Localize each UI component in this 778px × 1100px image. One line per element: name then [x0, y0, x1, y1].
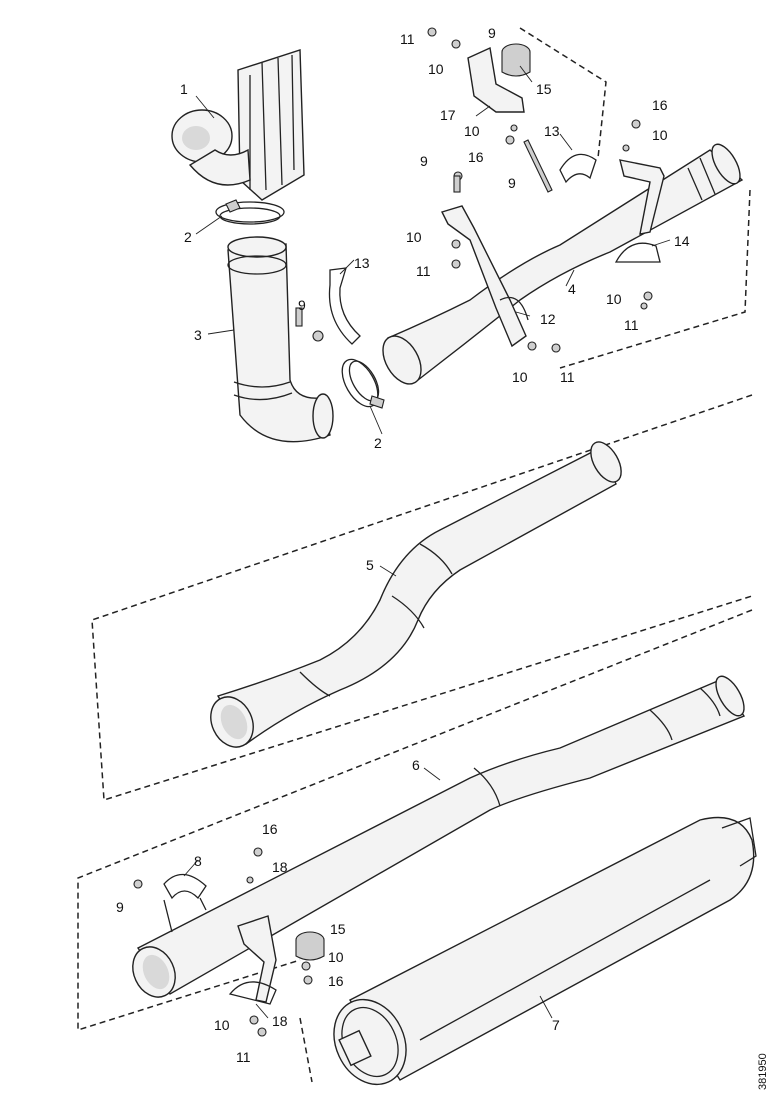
- pipe-clamp-13-upper: [523, 139, 597, 193]
- callout-label: 8: [194, 853, 202, 869]
- rear-pipe-6: [132, 675, 746, 998]
- callout-label: 9: [420, 153, 428, 169]
- callout-label: 15: [330, 921, 346, 937]
- callout-label: 10: [214, 1017, 230, 1033]
- callout-label: 2: [374, 435, 382, 451]
- callout-label: 9: [116, 899, 124, 915]
- callout-label: 7: [552, 1017, 560, 1033]
- callout-label: 16: [652, 97, 668, 113]
- callout-label: 14: [674, 233, 690, 249]
- callout-label: 12: [540, 311, 556, 327]
- callout-label: 16: [468, 149, 484, 165]
- document-id: 381950: [757, 1053, 769, 1090]
- callout-label: 3: [194, 327, 202, 343]
- callout-labels: 1 2 2 3 4 5 6 7 8 9 9 9 9 9 10 10 10 10 …: [116, 25, 690, 1065]
- front-intermediate-pipe: [382, 143, 744, 385]
- callout-label: 10: [328, 949, 344, 965]
- callout-leader-lines: [183, 65, 671, 1019]
- down-pipe-elbow: [227, 236, 334, 443]
- callout-label: 1: [180, 81, 188, 97]
- muffler-7: [333, 816, 757, 1086]
- callout-label: 11: [236, 1049, 251, 1065]
- mounting-bracket-14: [614, 159, 665, 263]
- callout-label: 13: [354, 255, 370, 271]
- callout-label: 18: [272, 859, 288, 875]
- mounting-bracket-18: [228, 915, 325, 1005]
- turbo-outlet-elbow: [171, 49, 305, 201]
- callout-label: 11: [624, 317, 639, 333]
- callout-label: 18: [272, 1013, 288, 1029]
- callout-label: 10: [428, 61, 444, 77]
- callout-label: 5: [366, 557, 374, 573]
- callout-label: 10: [606, 291, 622, 307]
- callout-label: 16: [262, 821, 278, 837]
- fastener-hardware: [133, 27, 653, 1037]
- callout-label: 9: [298, 297, 306, 313]
- callout-label: 17: [440, 107, 456, 123]
- v-band-clamp-upper: [215, 199, 285, 225]
- callout-label: 15: [536, 81, 552, 97]
- callout-label: 9: [508, 175, 516, 191]
- callout-label: 4: [568, 281, 576, 297]
- callout-label: 10: [464, 123, 480, 139]
- callout-label: 11: [560, 369, 575, 385]
- v-band-clamp-lower: [341, 358, 385, 409]
- callout-label: 16: [328, 973, 344, 989]
- callout-label: 10: [652, 127, 668, 143]
- callout-label: 11: [400, 31, 415, 47]
- middle-pipe-5: [210, 441, 622, 748]
- callout-label: 10: [512, 369, 528, 385]
- pipe-clamp-13-left: [328, 267, 361, 345]
- pipe-clamp-8: [163, 873, 207, 933]
- assembly-dashed-outlines: [77, 27, 753, 1083]
- callout-label: 10: [406, 229, 422, 245]
- callout-label: 2: [184, 229, 192, 245]
- callout-label: 6: [412, 757, 420, 773]
- hanger-bracket-17: [467, 43, 531, 113]
- callout-label: 13: [544, 123, 560, 139]
- callout-label: 9: [488, 25, 496, 41]
- callout-label: 11: [416, 263, 431, 279]
